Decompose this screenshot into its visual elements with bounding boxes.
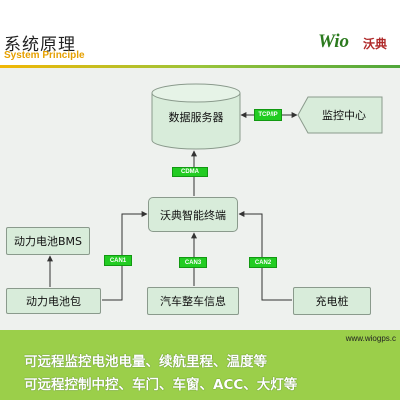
tag-can3: CAN3 xyxy=(179,257,207,268)
caption-line-1: 可远程监控电池电量、续航里程、温度等 xyxy=(24,354,267,370)
battery-bms-node: 动力电池BMS xyxy=(6,227,90,255)
vehicle-info-node: 汽车整车信息 xyxy=(147,287,239,315)
caption-band xyxy=(0,330,400,400)
brand-logo-word: Wio xyxy=(318,31,349,52)
slide-title-en: System Principle xyxy=(4,50,85,61)
smart-terminal-node: 沃典智能终端 xyxy=(148,197,238,232)
database-server-label: 数据服务器 xyxy=(168,111,224,124)
brand-logo-cn: 沃典 xyxy=(363,37,388,51)
monitoring-center-node xyxy=(297,96,383,134)
tag-can2: CAN2 xyxy=(249,257,277,268)
tag-can1: CAN1 xyxy=(104,255,132,266)
caption-line-2: 可远程控制中控、车门、车窗、ACC、大灯等 xyxy=(24,377,298,393)
monitoring-center-label: 监控中心 xyxy=(322,109,366,122)
brand-logo: Wio 沃典 xyxy=(318,31,398,52)
header-divider xyxy=(0,65,400,68)
tag-cdma: CDMA xyxy=(172,167,208,177)
slide-header: 系统原理 System Principle Wio 沃典 xyxy=(0,0,400,64)
tag-tcpip: TCP/IP xyxy=(254,109,282,121)
database-server-node xyxy=(151,83,241,150)
website-url: www.wiogps.c xyxy=(345,334,396,343)
slide-title-cn: 系统原理 xyxy=(4,35,76,55)
battery-pack-node: 动力电池包 xyxy=(6,288,101,314)
charging-pile-node: 充电桩 xyxy=(293,287,371,315)
